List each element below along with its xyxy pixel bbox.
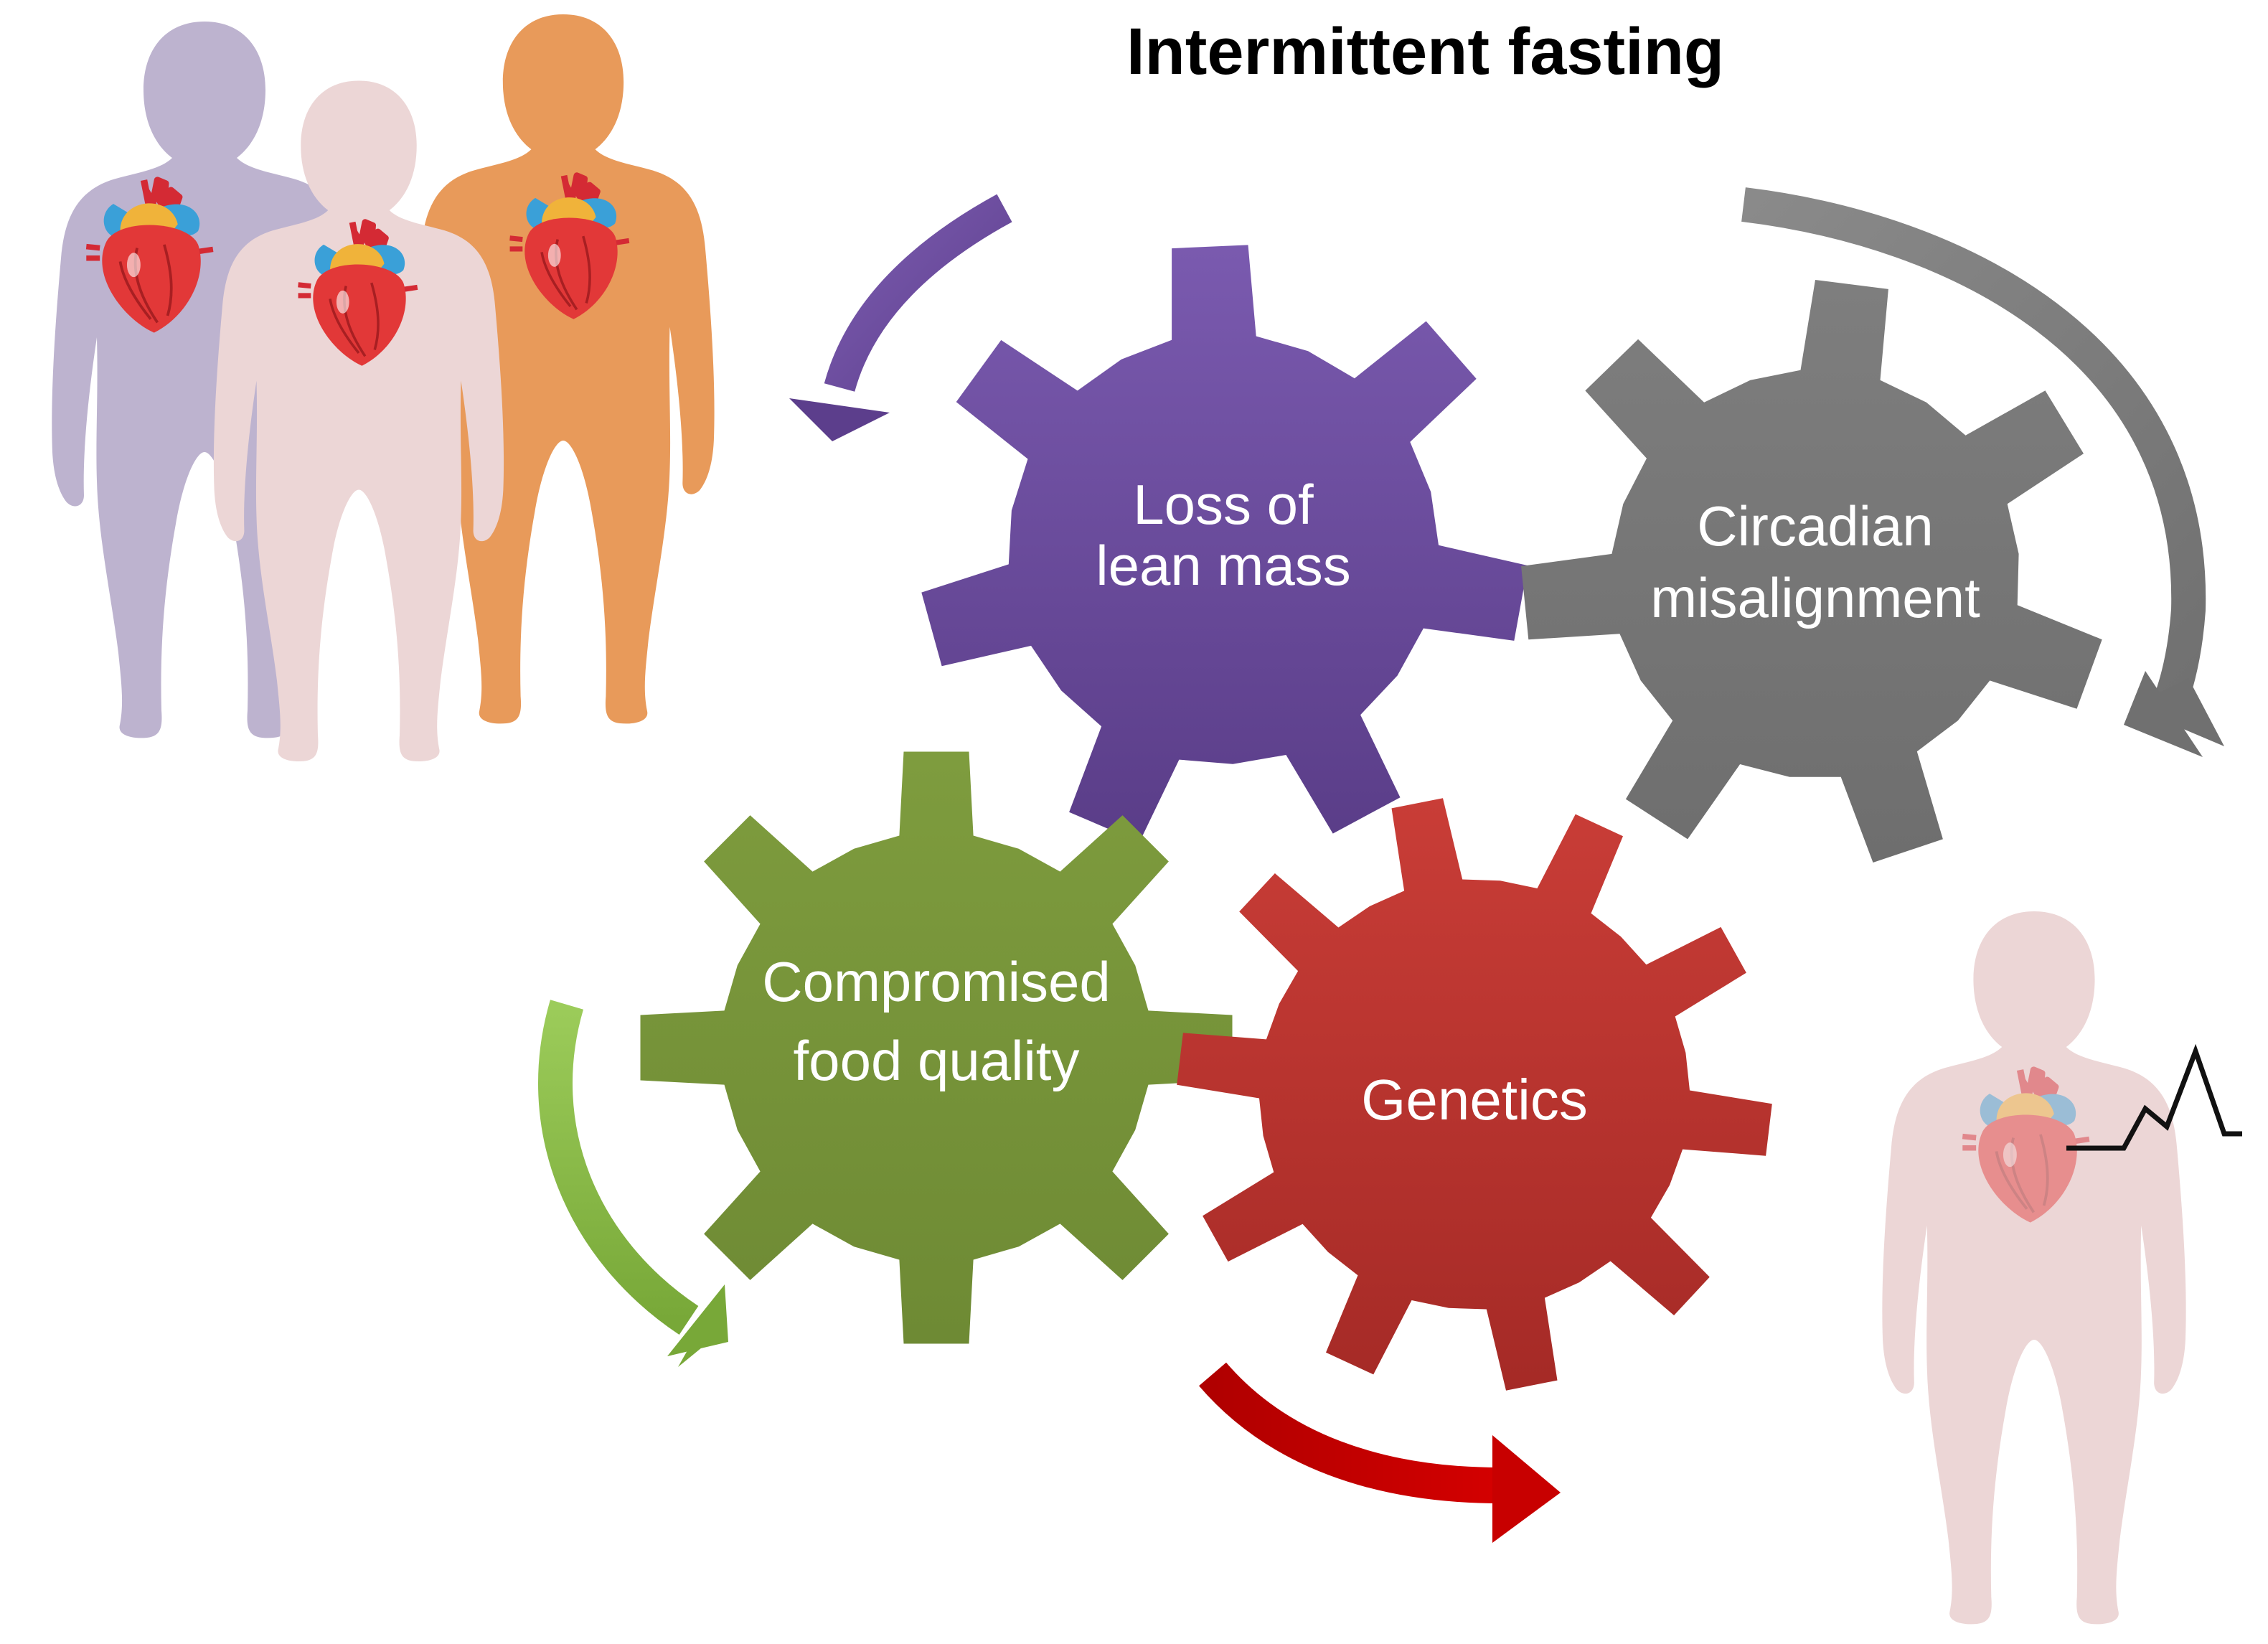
arrow-purple	[789, 194, 1012, 441]
gear-shape	[1521, 280, 2102, 863]
gear-label: Compromised	[762, 950, 1110, 1013]
ecg-icon	[2066, 1043, 2242, 1151]
gear-shape	[640, 751, 1233, 1344]
gear-food-quality: Compromised food quality	[640, 751, 1233, 1344]
gear-genetics: Genetics	[1177, 798, 1772, 1391]
gear-label: food quality	[794, 1029, 1080, 1092]
arrow-gray	[1741, 187, 2224, 757]
gear-label: lean mass	[1096, 534, 1351, 597]
gear-circadian: Circadian misalignment	[1521, 280, 2102, 863]
gear-shape	[921, 245, 1528, 842]
gear-shape	[1177, 798, 1772, 1391]
arrow-green	[538, 1000, 728, 1367]
gear-label: Genetics	[1361, 1068, 1588, 1132]
human-figure-single	[1882, 911, 2186, 1625]
gear-label: misalignment	[1650, 566, 1980, 629]
gear-label: Loss of	[1133, 473, 1314, 536]
gear-label: Circadian	[1697, 494, 1933, 558]
title: Intermittent fasting	[1126, 15, 1725, 88]
arrow-red	[1199, 1362, 1561, 1543]
